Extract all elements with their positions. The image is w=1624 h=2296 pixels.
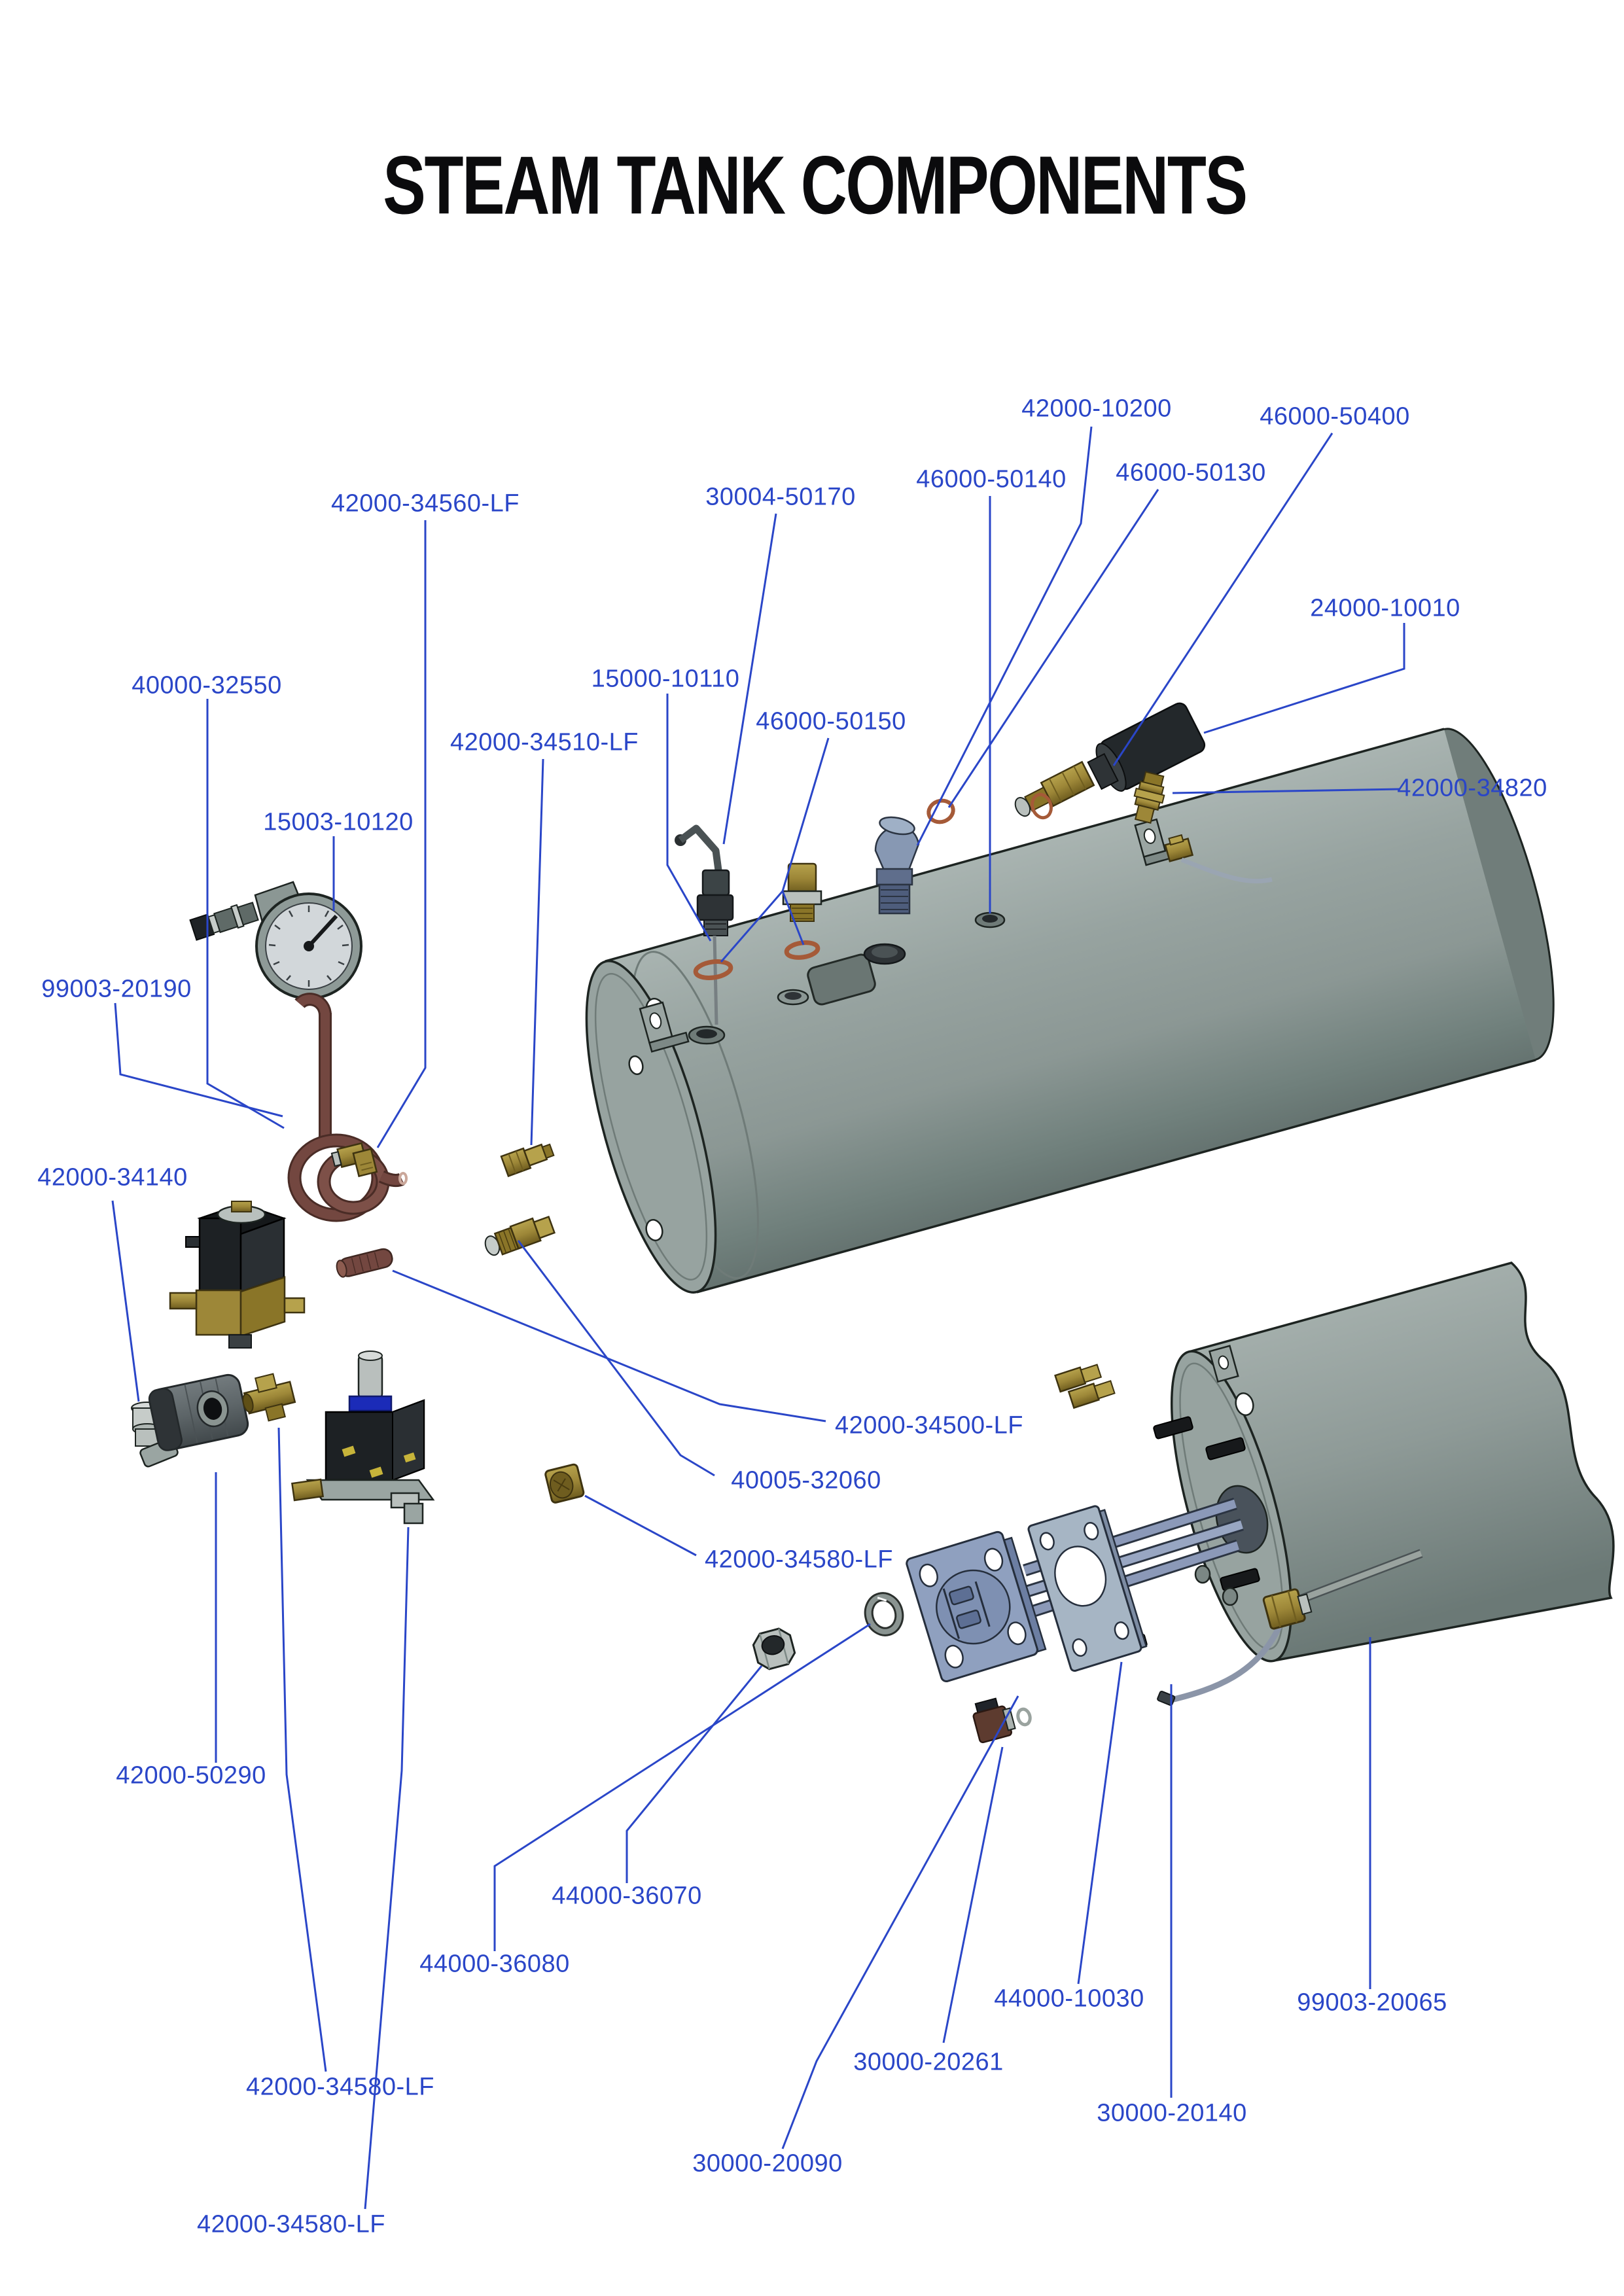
label-40000-32550: 40000-32550 <box>132 671 282 699</box>
leader-30000-20261 <box>942 1746 1004 2043</box>
steam-tank-rear-view <box>1054 1262 1615 1663</box>
label-30004-50170: 30004-50170 <box>705 483 856 511</box>
label-42000-34140: 42000-34140 <box>37 1163 188 1192</box>
label-30000-20140: 30000-20140 <box>1097 2099 1247 2127</box>
level-probe <box>675 824 734 1025</box>
label-44000-10030: 44000-10030 <box>994 1985 1144 2013</box>
tank-face-hole <box>628 1055 644 1076</box>
label-46000-50140: 46000-50140 <box>916 465 1067 493</box>
label-24000-10010: 24000-10010 <box>1310 594 1460 622</box>
label-30000-20090: 30000-20090 <box>692 2149 843 2178</box>
copper-washer <box>1031 792 1053 820</box>
tank-name-plate <box>807 953 876 1006</box>
label-99003-20190: 99003-20190 <box>41 975 192 1003</box>
leader-46000-50150b <box>781 891 805 945</box>
bronze-tube <box>336 1248 393 1278</box>
compression-fitting <box>500 1143 555 1178</box>
brass-plug <box>544 1463 585 1504</box>
label-99003-20065: 99003-20065 <box>1297 1988 1447 2017</box>
label-42000-34580-LF: 42000-34580-LF <box>705 1545 893 1574</box>
high-limit-switch <box>972 1697 1016 1744</box>
solenoid-coil <box>148 1373 249 1451</box>
leader-30004-50170 <box>722 513 777 845</box>
label-42000-34820: 42000-34820 <box>1397 774 1547 802</box>
leader-42000-34820 <box>1172 788 1401 794</box>
page-title: STEAM TANK COMPONENTS <box>383 139 1248 232</box>
safety-valve <box>1014 702 1206 820</box>
leader-44000-10030 <box>1077 1661 1123 1985</box>
lock-washer <box>864 1592 904 1636</box>
leader-42000-34140 <box>111 1200 140 1402</box>
tank-port-collar <box>688 911 1006 1045</box>
brass-tee-fitting <box>242 1373 296 1422</box>
steam-tank <box>585 728 1555 1294</box>
steam-elbow-fitting <box>874 816 920 915</box>
leader-42000-34580-LF-3 <box>364 1527 410 2210</box>
compression-fitting <box>484 1215 556 1256</box>
label-42000-50290: 42000-50290 <box>116 1761 266 1790</box>
label-40005-32060: 40005-32060 <box>731 1466 881 1494</box>
label-42000-10200: 42000-10200 <box>1021 395 1172 423</box>
brass-pressure-fitting <box>782 862 822 922</box>
leader-42000-34580-LF-2 <box>277 1427 327 2072</box>
leader-lines <box>111 426 1405 2210</box>
leader-46000-50400 <box>1112 433 1333 766</box>
label-15003-10120: 15003-10120 <box>263 808 414 836</box>
leader-40005-32060 <box>517 1240 715 1477</box>
leader-40000-32550 <box>206 699 285 1129</box>
label-42000-34580-LF-2: 42000-34580-LF <box>246 2073 434 2101</box>
leader-24000-10010 <box>1203 623 1405 734</box>
label-30000-20261: 30000-20261 <box>853 2048 1004 2076</box>
label-42000-34560-LF: 42000-34560-LF <box>331 489 520 518</box>
element-flange <box>906 1530 1047 1683</box>
leader-30000-20090 <box>781 1695 1019 2149</box>
tank2-fasteners <box>1194 1564 1239 1606</box>
leader-42000-34510-LF <box>530 758 544 1146</box>
leader-42000-34500-LF <box>392 1269 826 1422</box>
leader-46000-50130 <box>947 489 1159 808</box>
label-42000-34500-LF: 42000-34500-LF <box>835 1411 1023 1439</box>
tank-brass-fitting <box>1164 834 1194 862</box>
brass-elbow-fitting <box>330 1142 378 1178</box>
tank2-bracket <box>1209 1345 1239 1383</box>
leader-15000-10110 <box>666 694 712 942</box>
label-42000-34510-LF: 42000-34510-LF <box>450 728 639 756</box>
solenoid-valve <box>169 1201 306 1349</box>
label-46000-50400: 46000-50400 <box>1260 402 1410 431</box>
label-42000-34580-LF-3: 42000-34580-LF <box>197 2210 385 2238</box>
label-46000-50150: 46000-50150 <box>756 707 906 735</box>
copper-washer <box>927 798 955 824</box>
pressure-gauge <box>189 881 362 1000</box>
siphon-coil <box>287 993 408 1222</box>
element-hex-nut <box>752 1627 796 1670</box>
tank-wire <box>1180 857 1273 884</box>
switch-washer <box>1016 1707 1032 1727</box>
label-15000-10110: 15000-10110 <box>591 665 740 693</box>
element-gasket <box>1027 1505 1148 1672</box>
tank-bracket <box>639 1001 690 1053</box>
label-44000-36070: 44000-36070 <box>552 1882 702 1910</box>
tank-face-hole <box>645 1219 663 1241</box>
tank2-face-hole <box>1235 1392 1254 1416</box>
copper-washer <box>784 940 821 960</box>
leader-99003-20190 <box>114 1002 283 1118</box>
leader-44000-36080 <box>493 1623 871 1951</box>
leader-42000-10200 <box>916 426 1093 846</box>
copper-washer <box>693 959 733 980</box>
leader-44000-36070 <box>626 1665 763 1883</box>
thermostat-probe <box>1157 1549 1423 1706</box>
leader-42000-34580-LF <box>584 1494 697 1557</box>
hose-barb-fitting <box>1133 771 1165 824</box>
tank2-brass-fittings <box>1054 1364 1116 1409</box>
solenoid-valve-2 <box>291 1351 435 1525</box>
label-46000-50130: 46000-50130 <box>1116 459 1266 487</box>
label-44000-36080: 44000-36080 <box>419 1950 570 1978</box>
leader-42000-34560-LF <box>376 520 427 1148</box>
